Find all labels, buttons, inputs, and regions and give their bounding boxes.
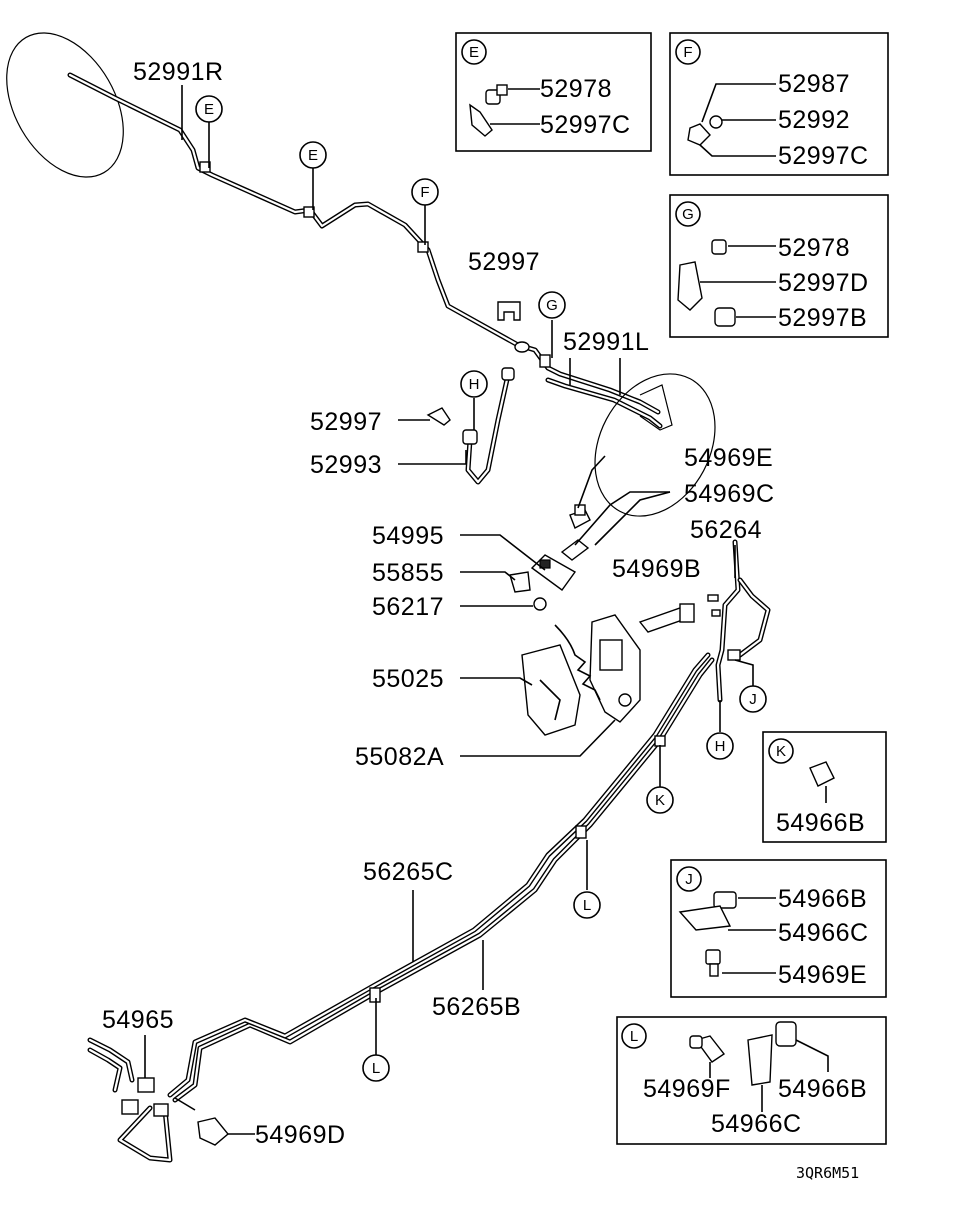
callout-circle-L: L — [573, 891, 601, 919]
part-label-54969E: 54969E — [684, 444, 773, 472]
part-label-54969B: 54969B — [612, 555, 701, 583]
pipe-clip — [514, 341, 530, 353]
svg-text:54969F: 54969F — [643, 1075, 731, 1103]
svg-text:54966C: 54966C — [711, 1110, 802, 1138]
callout-circles: E E F G H J H K — [195, 95, 767, 1082]
svg-text:L: L — [583, 897, 591, 914]
svg-text:54966B: 54966B — [776, 809, 865, 837]
callout-circle-G: G — [538, 291, 566, 319]
svg-text:54966C: 54966C — [778, 919, 869, 947]
svg-text:52997C: 52997C — [778, 142, 869, 170]
part-label-54969D: 54969D — [255, 1121, 346, 1149]
detail-box-L: L 54969F 54966B 54966C — [616, 1016, 887, 1145]
part-label-52993: 52993 — [310, 451, 382, 479]
svg-text:H: H — [469, 376, 480, 393]
part-label-54969C: 54969C — [684, 480, 775, 508]
callout-circle-E: E — [195, 95, 223, 123]
svg-text:E: E — [308, 147, 318, 164]
svg-text:52987: 52987 — [778, 70, 850, 98]
svg-text:52997D: 52997D — [778, 269, 869, 297]
svg-text:52997C: 52997C — [540, 111, 631, 139]
callout-circle-K: K — [646, 786, 674, 814]
part-label-56265C: 56265C — [363, 858, 454, 886]
pipe-clip — [369, 987, 381, 1003]
part-labels: 52991R 52997 52991L 52997 52993 54969E 5… — [102, 58, 775, 1149]
part-label-56265B: 56265B — [432, 993, 521, 1021]
svg-text:54969E: 54969E — [778, 961, 867, 989]
svg-text:G: G — [546, 297, 558, 314]
detail-box-K: K 54966B — [762, 731, 887, 843]
leaders-lower — [144, 545, 754, 1135]
detail-box-G: G 52978 52997D 52997B — [669, 194, 889, 338]
junction-assembly — [87, 1037, 229, 1163]
svg-text:J: J — [685, 871, 693, 888]
detail-box-F: F 52987 52992 52997C — [669, 32, 889, 176]
callout-circle-H: H — [706, 732, 734, 760]
part-label-52997: 52997 — [310, 408, 382, 436]
svg-text:52997B: 52997B — [778, 304, 867, 332]
pipe-end-ellipse-right — [594, 373, 716, 517]
pipe-clip — [199, 161, 211, 173]
pipe-clip — [539, 354, 551, 368]
pipe-clip — [575, 825, 587, 839]
svg-text:54966B: 54966B — [778, 1075, 867, 1103]
svg-text:F: F — [420, 184, 429, 201]
svg-text:F: F — [683, 44, 692, 61]
svg-text:K: K — [776, 743, 786, 760]
upper-brake-pipe — [6, 32, 716, 517]
svg-text:L: L — [630, 1028, 638, 1045]
pipe-clip — [417, 241, 429, 253]
part-label-52991L: 52991L — [563, 328, 649, 356]
callout-circle-E: E — [299, 141, 327, 169]
part-label-54965: 54965 — [102, 1006, 174, 1034]
clip-52997-top — [497, 301, 521, 321]
svg-text:52978: 52978 — [778, 234, 850, 262]
callout-circle-L: L — [362, 1054, 390, 1082]
svg-text:L: L — [372, 1060, 380, 1077]
svg-text:E: E — [469, 44, 479, 61]
pipe-end-ellipse-left — [6, 32, 124, 178]
svg-text:54966B: 54966B — [778, 885, 867, 913]
part-label-56264: 56264 — [690, 516, 762, 544]
pipe-clip — [727, 649, 741, 661]
part-label-56217: 56217 — [372, 593, 444, 621]
part-label-52991R: 52991R — [133, 58, 224, 86]
svg-text:H: H — [715, 738, 726, 755]
detail-box-E: E 52978 52997C — [455, 32, 652, 152]
svg-text:52978: 52978 — [540, 75, 612, 103]
svg-text:G: G — [682, 206, 694, 223]
lower-brake-pipes — [167, 539, 771, 1103]
pipe-clip — [303, 206, 315, 218]
part-label-52997: 52997 — [468, 248, 540, 276]
svg-text:J: J — [749, 691, 757, 708]
diagram-code: 3QR6M51 — [796, 1164, 859, 1182]
callout-circle-F: F — [411, 178, 439, 206]
detail-box-J: J 54966B 54966C 54969E — [670, 859, 887, 998]
svg-text:K: K — [655, 792, 665, 809]
part-label-55082A: 55082A — [355, 743, 444, 771]
leaders-upper — [181, 85, 621, 395]
callout-circle-J: J — [739, 685, 767, 713]
leaders-valve — [460, 455, 671, 757]
brake-hose-52993 — [398, 367, 515, 485]
pipe-clip — [654, 735, 666, 747]
svg-text:E: E — [204, 101, 214, 118]
part-label-54995: 54995 — [372, 522, 444, 550]
part-label-55855: 55855 — [372, 559, 444, 587]
valve-assembly — [509, 504, 695, 736]
callout-circle-H: H — [460, 370, 488, 398]
svg-text:52992: 52992 — [778, 106, 850, 134]
part-label-55025: 55025 — [372, 665, 444, 693]
